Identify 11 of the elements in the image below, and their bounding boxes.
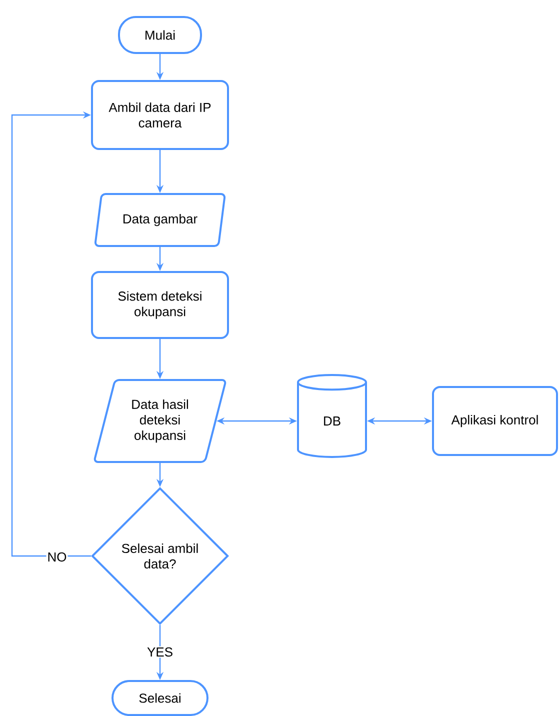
process-box: Aplikasi kontrol <box>432 386 558 456</box>
edge-label: NO <box>46 551 68 563</box>
data-parallelogram: Data hasil deteksi okupansi <box>94 379 226 463</box>
arrow <box>11 111 91 557</box>
process-box: Ambil data dari IP camera <box>91 80 229 150</box>
process-box: Sistem deteksi okupansi <box>91 271 229 339</box>
data-parallelogram: Data gambar <box>94 193 226 247</box>
edge-label: YES <box>146 646 174 658</box>
start-terminal: Mulai <box>118 16 202 54</box>
end-terminal: Selesai <box>112 680 208 716</box>
database-cylinder: DB <box>297 374 367 458</box>
